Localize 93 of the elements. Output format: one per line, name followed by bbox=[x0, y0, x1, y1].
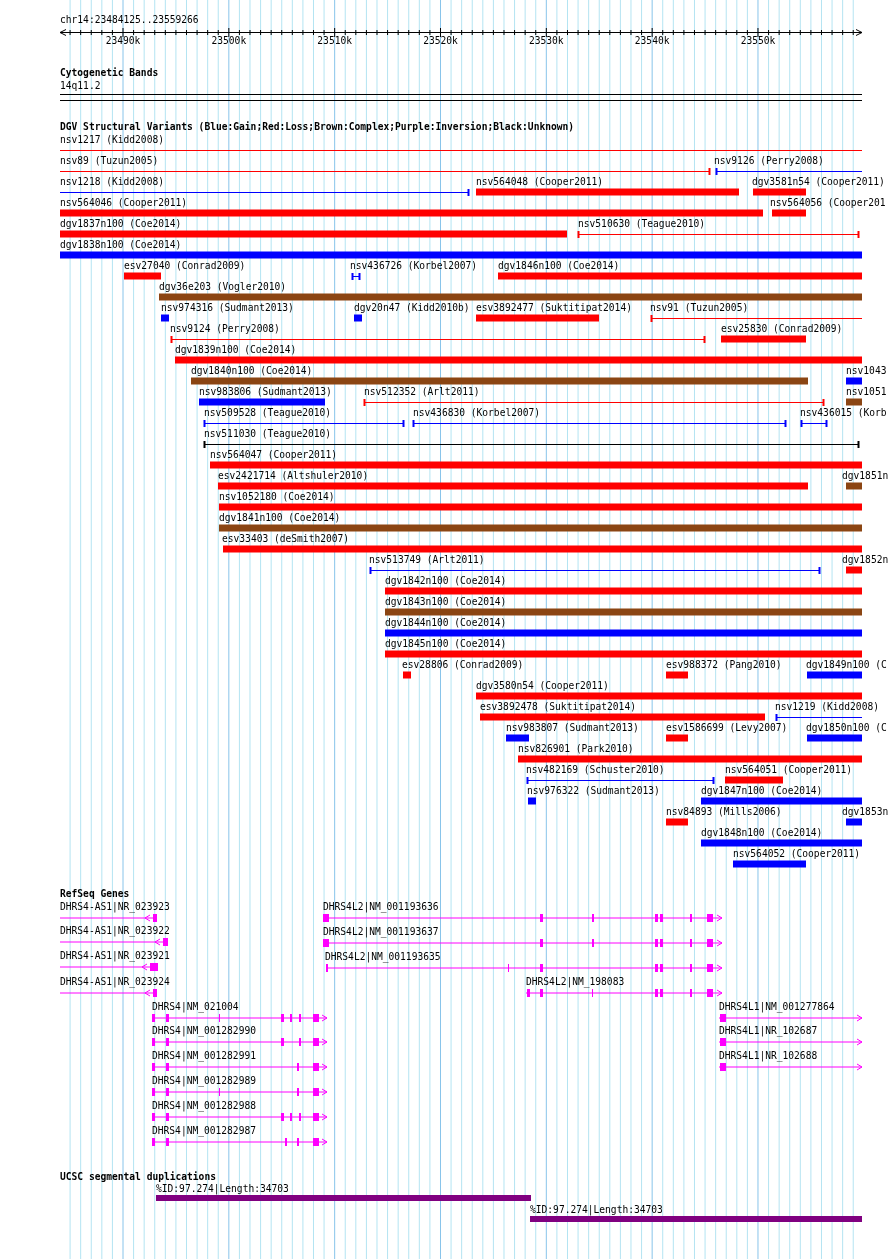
variant-label: dgv1838n100 (Coe2014) bbox=[60, 239, 182, 251]
variant-label: dgv1847n100 (Coe2014) bbox=[701, 785, 823, 797]
variant-label: nsv436726 (Korbel2007) bbox=[350, 260, 478, 272]
track-title: RefSeq Genes bbox=[60, 888, 130, 900]
gene-label: DHRS4L1|NR_102688 bbox=[719, 1050, 818, 1062]
variant-label: dgv1844n100 (Coe2014) bbox=[385, 617, 507, 629]
gene-label: DHRS4-AS1|NR_023922 bbox=[60, 925, 170, 937]
variant-label: nsv89 (Tuzun2005) bbox=[60, 155, 159, 167]
variant-label: nsv976322 (Sudmant2013) bbox=[527, 785, 660, 797]
variant-label: esv27040 (Conrad2009) bbox=[124, 260, 246, 272]
variant-label: dgv1840n100 (Coe2014) bbox=[191, 365, 313, 377]
variant-label: dgv1851n bbox=[842, 470, 889, 482]
variant-label: nsv1052180 (Coe2014) bbox=[219, 491, 335, 503]
band-label: 14q11.2 bbox=[60, 80, 101, 92]
variant-label: nsv983807 (Sudmant2013) bbox=[506, 722, 639, 734]
variant-label: dgv1852n bbox=[842, 554, 889, 566]
gene-label: DHRS4-AS1|NR_023921 bbox=[60, 950, 170, 962]
variant-label: esv2421714 (Altshuler2010) bbox=[218, 470, 369, 482]
variant-label: nsv1218 (Kidd2008) bbox=[60, 176, 164, 188]
variant-label: nsv91 (Tuzun2005) bbox=[650, 302, 749, 314]
variant-label: nsv436830 (Korbel2007) bbox=[413, 407, 541, 419]
variant-label: dgv3581n54 (Cooper2011) bbox=[752, 176, 885, 188]
variant-label: dgv1843n100 (Coe2014) bbox=[385, 596, 507, 608]
variant-label: dgv1839n100 (Coe2014) bbox=[175, 344, 297, 356]
variant-label: nsv1043 bbox=[846, 365, 887, 377]
variant-label: nsv509528 (Teague2010) bbox=[204, 407, 332, 419]
variant-label: nsv564046 (Cooper2011) bbox=[60, 197, 188, 209]
variant-label: esv28806 (Conrad2009) bbox=[402, 659, 524, 671]
variant-label: nsv512352 (Arlt2011) bbox=[364, 386, 480, 398]
tick-label: 23540k bbox=[634, 35, 670, 47]
variant-label: dgv1849n100 (C bbox=[806, 659, 887, 671]
variant-label: dgv3580n54 (Cooper2011) bbox=[476, 680, 609, 692]
variant-label: nsv84893 (Mills2006) bbox=[666, 806, 782, 818]
variant-label: dgv1841n100 (Coe2014) bbox=[219, 512, 341, 524]
gene-label: DHRS4|NM_001282987 bbox=[152, 1125, 256, 1137]
variant-label: nsv1217 (Kidd2008) bbox=[60, 134, 164, 146]
gene-label: DHRS4L2|NM_001193636 bbox=[323, 901, 439, 913]
variant-label: nsv9126 (Perry2008) bbox=[714, 155, 824, 167]
gene-label: DHRS4L2|NM_198083 bbox=[526, 976, 625, 988]
variant-label: dgv1837n100 (Coe2014) bbox=[60, 218, 182, 230]
variant-label: nsv436015 (Korb bbox=[800, 407, 887, 419]
tick-label: 23530k bbox=[529, 35, 564, 47]
tick-label: 23490k bbox=[105, 35, 141, 47]
gene-label: DHRS4L1|NM_001277864 bbox=[719, 1001, 835, 1013]
gene-label: DHRS4L2|NM_001193635 bbox=[325, 951, 441, 963]
variant-label: esv25830 (Conrad2009) bbox=[721, 323, 843, 335]
gene-label: DHRS4|NM_001282988 bbox=[152, 1100, 256, 1112]
tick-label: 23500k bbox=[211, 35, 247, 47]
variant-label: nsv826901 (Park2010) bbox=[518, 743, 634, 755]
gene-label: DHRS4|NM_001282989 bbox=[152, 1075, 256, 1087]
variant-label: esv3892478 (Suktitipat2014) bbox=[480, 701, 636, 713]
variant-label: nsv482169 (Schuster2010) bbox=[526, 764, 665, 776]
gene-label: DHRS4L2|NM_001193637 bbox=[323, 926, 439, 938]
variant-label: nsv510630 (Teague2010) bbox=[578, 218, 706, 230]
variant-label: nsv564048 (Cooper2011) bbox=[476, 176, 604, 188]
variant-label: nsv1051 bbox=[846, 386, 887, 398]
gene-label: DHRS4|NM_001282991 bbox=[152, 1050, 256, 1062]
variant-label: nsv511030 (Teague2010) bbox=[204, 428, 332, 440]
variant-label: nsv974316 (Sudmant2013) bbox=[161, 302, 294, 314]
gene-label: DHRS4|NM_021004 bbox=[152, 1001, 239, 1013]
coordinate-range: chr14:23484125..23559266 bbox=[60, 14, 199, 26]
variant-label: nsv1219 (Kidd2008) bbox=[775, 701, 879, 713]
track-title: UCSC segmental duplications bbox=[60, 1171, 216, 1183]
variant-label: dgv1850n100 (C bbox=[806, 722, 887, 734]
variant-label: esv33403 (deSmith2007) bbox=[222, 533, 350, 545]
variant-label: dgv36e203 (Vogler2010) bbox=[159, 281, 287, 293]
tick-label: 23520k bbox=[423, 35, 458, 47]
variant-label: dgv1845n100 (Coe2014) bbox=[385, 638, 507, 650]
variant-label: nsv513749 (Arlt2011) bbox=[369, 554, 485, 566]
gene-label: DHRS4L1|NR_102687 bbox=[719, 1025, 818, 1037]
tick-label: 23510k bbox=[317, 35, 352, 47]
duplication-label: %ID:97.274|Length:34703 bbox=[530, 1204, 663, 1216]
variant-label: dgv1842n100 (Coe2014) bbox=[385, 575, 507, 587]
tick-label: 23550k bbox=[740, 35, 776, 47]
variant-label: nsv564051 (Cooper2011) bbox=[725, 764, 853, 776]
variant-label: dgv1846n100 (Coe2014) bbox=[498, 260, 620, 272]
variant-label: esv988372 (Pang2010) bbox=[666, 659, 782, 671]
track-title: Cytogenetic Bands bbox=[60, 67, 159, 79]
variant-label: nsv564047 (Cooper2011) bbox=[210, 449, 338, 461]
variant-label: dgv1848n100 (Coe2014) bbox=[701, 827, 823, 839]
gene-label: DHRS4-AS1|NR_023924 bbox=[60, 976, 170, 988]
variant-label: nsv983806 (Sudmant2013) bbox=[199, 386, 332, 398]
variant-label: dgv1853n bbox=[842, 806, 889, 818]
variant-label: esv1586699 (Levy2007) bbox=[666, 722, 788, 734]
variant-label: dgv20n47 (Kidd2010b) bbox=[354, 302, 470, 314]
gene-label: DHRS4-AS1|NR_023923 bbox=[60, 901, 170, 913]
variant-label: nsv564052 (Cooper2011) bbox=[733, 848, 861, 860]
variant-label: nsv564056 (Cooper201 bbox=[770, 197, 886, 209]
variant-label: esv3892477 (Suktitipat2014) bbox=[476, 302, 632, 314]
gene-label: DHRS4|NM_001282990 bbox=[152, 1025, 256, 1037]
variant-label: nsv9124 (Perry2008) bbox=[170, 323, 280, 335]
track-title: DGV Structural Variants (Blue:Gain;Red:Loss;Brown:Complex;Purple:Inversion;Black:Unknown) bbox=[60, 121, 575, 133]
duplication-label: %ID:97.274|Length:34703 bbox=[156, 1183, 289, 1195]
